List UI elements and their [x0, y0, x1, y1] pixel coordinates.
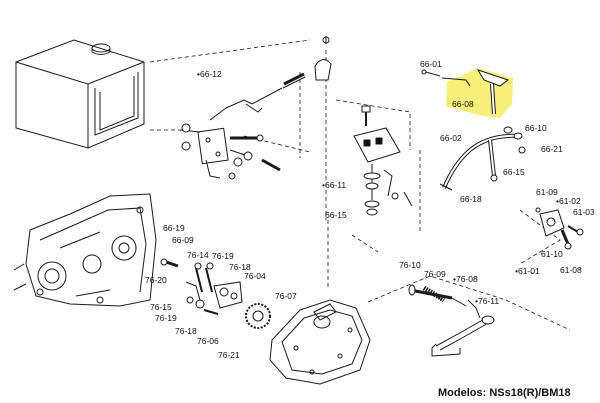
bracket-assembly — [179, 123, 281, 180]
label-76-15: 76-15 — [150, 302, 172, 312]
carb-lever-66-11 — [353, 105, 413, 216]
guide-lines — [149, 39, 571, 331]
label-76-10: 76-10 — [399, 260, 421, 270]
label-76-14: 76-14 — [187, 250, 209, 260]
label-76-09: 76-09 — [424, 269, 446, 279]
label-66-12: •66-12 — [197, 69, 222, 79]
label-76-06: 76-06 — [197, 336, 219, 346]
label-66-21: 66-21 — [541, 144, 563, 154]
kickstand-lever — [421, 69, 526, 191]
label-76-08: •76-08 — [453, 274, 478, 284]
label-76-18-top: 76-18 — [229, 262, 251, 272]
label-61-10: 61-10 — [541, 249, 563, 259]
label-66-15: 66-15 — [503, 167, 525, 177]
assembly-61 — [535, 207, 584, 250]
label-66-19: 66-19 — [163, 223, 185, 233]
kickstart-assembly — [408, 284, 495, 357]
fuel-tank — [15, 39, 145, 149]
label-61-01: •61-01 — [515, 266, 540, 276]
models-caption: Modelos: NSs18(R)/BM18 — [438, 387, 571, 399]
label-66-02: 66-02 — [440, 133, 462, 143]
label-66-08: 66-08 — [452, 99, 474, 109]
label-76-11: •76-11 — [475, 296, 500, 306]
label-76-20: 76-20 — [145, 275, 167, 285]
label-66-10: 66-10 — [525, 123, 547, 133]
label-61-09: 61-09 — [536, 187, 558, 197]
label-66-09: 66-09 — [172, 235, 194, 245]
label-66-15-center: 66-15 — [325, 210, 347, 220]
label-61-02: •61-02 — [556, 196, 581, 206]
label-66-11: •66-11 — [322, 180, 347, 190]
label-61-08: 61-08 — [560, 265, 582, 275]
label-76-04: 76-04 — [244, 271, 266, 281]
label-76-19-top: 76-19 — [212, 251, 234, 261]
label-61-03: 61-03 — [573, 207, 595, 217]
linkage-66-12 — [209, 36, 332, 121]
highlight-66-08 — [446, 68, 513, 118]
side-cover — [269, 299, 371, 385]
engine-case — [13, 193, 157, 307]
shift-parts — [160, 258, 271, 329]
label-66-18: 66-18 — [460, 194, 482, 204]
label-66-01: 66-01 — [420, 59, 442, 69]
label-76-19-bottom: 76-19 — [155, 313, 177, 323]
label-76-07: 76-07 — [275, 291, 297, 301]
label-76-21: 76-21 — [218, 350, 240, 360]
label-76-18-bottom: 76-18 — [175, 326, 197, 336]
